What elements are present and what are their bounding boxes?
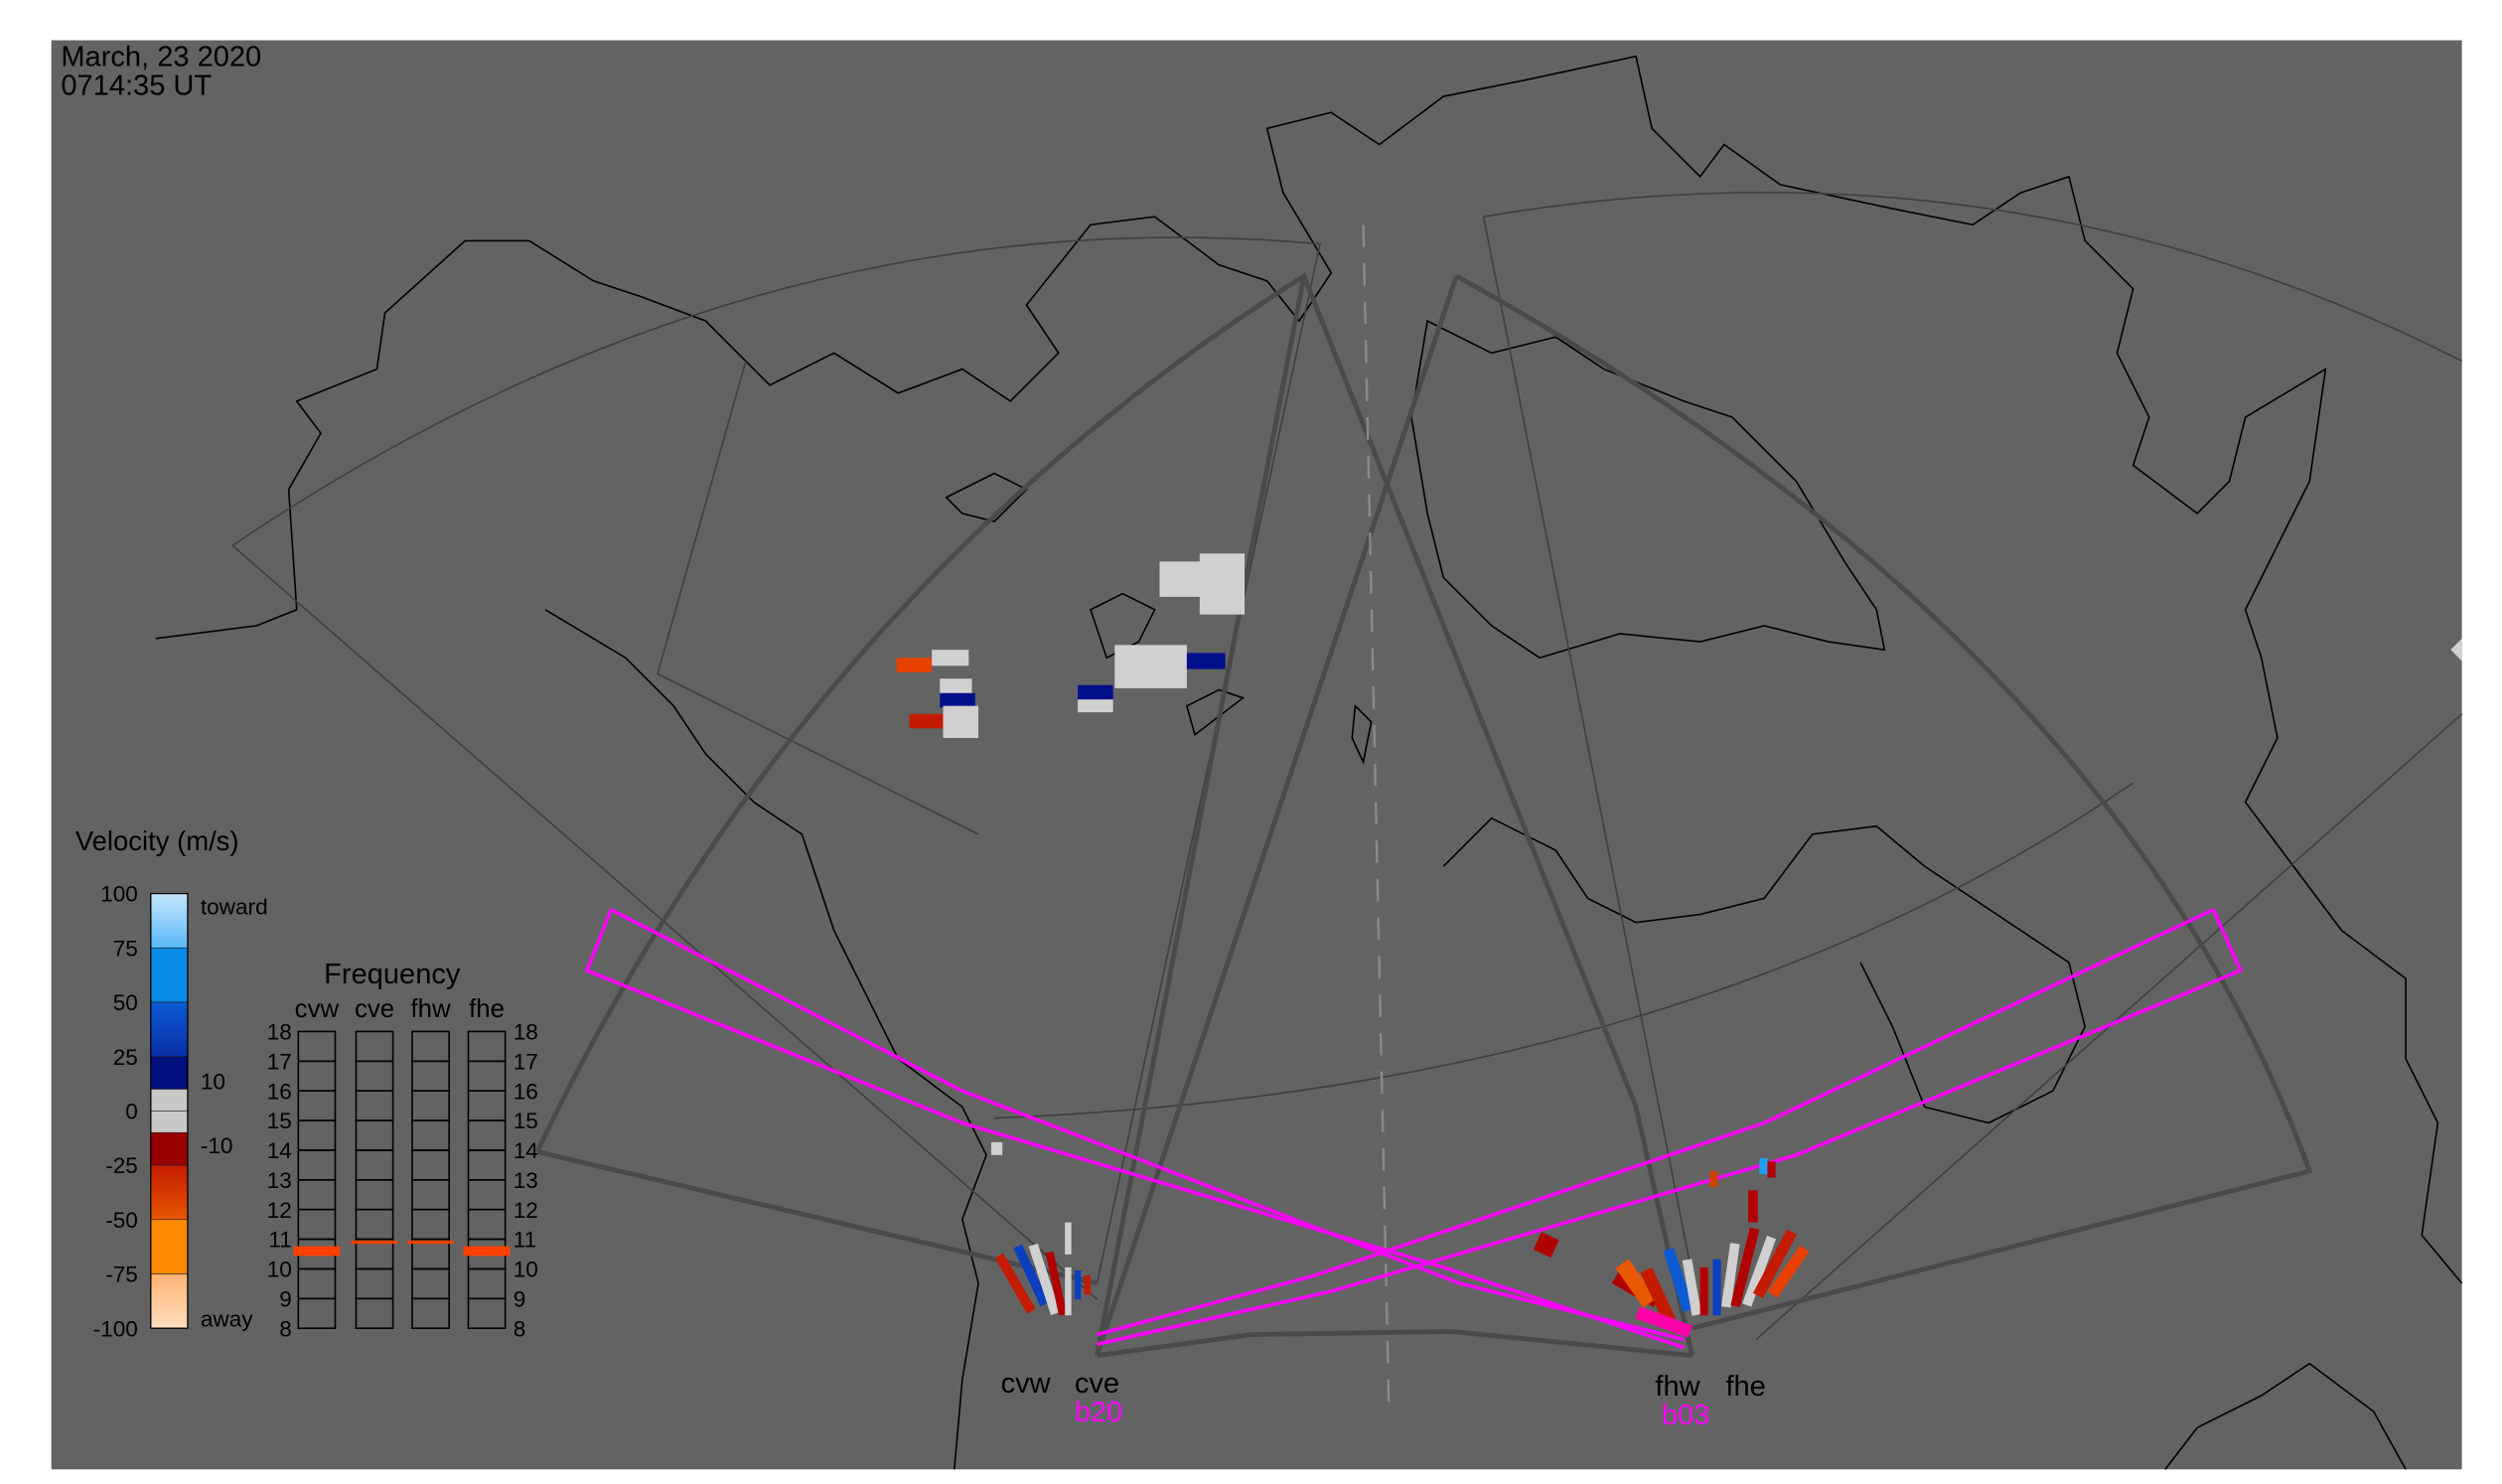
frequency-radar-label-cvw: cvw <box>295 995 340 1023</box>
frequency-cell <box>297 1030 337 1063</box>
frequency-tick-right: 9 <box>514 1286 526 1311</box>
colorbar-segment <box>150 1111 189 1133</box>
frequency-cell <box>411 1030 450 1063</box>
frequency-radar-label-fhe: fhe <box>469 995 505 1023</box>
frequency-tick-left: 12 <box>267 1198 292 1223</box>
frequency-marker-cvw <box>293 1246 341 1257</box>
frequency-tick-left: 17 <box>267 1049 292 1074</box>
legend-inner-neg-label: -10 <box>201 1133 233 1158</box>
frequency-cell <box>467 1030 507 1063</box>
colorbar-segment <box>150 1001 189 1058</box>
legend-title: Velocity (m/s) <box>75 825 239 856</box>
colorbar-tick-label: -75 <box>105 1262 138 1287</box>
frequency-radar-label-cve: cve <box>355 995 394 1023</box>
colorbar-segment <box>150 893 189 949</box>
colorbar-tick-label: 25 <box>113 1045 138 1070</box>
frequency-tick-right: 15 <box>514 1109 538 1133</box>
frequency-tick-right: 10 <box>514 1258 538 1282</box>
frequency-title: Frequency <box>324 959 461 990</box>
velocity-colorbar <box>150 892 189 1329</box>
frequency-tick-left: 10 <box>267 1258 292 1282</box>
frequency-tick-right: 8 <box>514 1316 526 1341</box>
colorbar-tick-label: 100 <box>100 882 138 907</box>
colorbar-segment <box>150 1089 189 1112</box>
colorbar-segment <box>150 1056 189 1090</box>
colorbar-tick-label: -50 <box>105 1208 138 1233</box>
colorbar-segment <box>150 1219 189 1274</box>
colorbar-segment <box>150 947 189 1003</box>
colorbar-tick-label: -25 <box>105 1153 138 1178</box>
frequency-tick-right: 16 <box>514 1079 538 1104</box>
frequency-marker-fhw <box>407 1240 454 1245</box>
site-label-cvw: cvw <box>1001 1368 1052 1400</box>
date-label: March, 23 2020 <box>61 41 261 73</box>
colorbar-tick-label: 0 <box>125 1099 138 1123</box>
beam-label-b20: b20 <box>1075 1397 1122 1428</box>
edge-echo <box>2450 638 2462 662</box>
legend-away-label: away <box>201 1307 253 1332</box>
frequency-tick-left: 14 <box>267 1138 292 1163</box>
map-panel <box>51 40 2462 1470</box>
coastlines <box>155 55 2463 1470</box>
fov-outlines <box>231 191 2463 1412</box>
site-label-cve: cve <box>1075 1368 1119 1400</box>
frequency-marker-fhe <box>463 1246 511 1257</box>
colorbar-segment <box>150 1273 189 1329</box>
frequency-tick-left: 13 <box>267 1168 292 1193</box>
frequency-tick-left: 16 <box>267 1079 292 1104</box>
frequency-tick-right: 18 <box>514 1020 538 1045</box>
frequency-tick-left: 11 <box>268 1228 291 1253</box>
frequency-tick-left: 8 <box>279 1316 292 1341</box>
legend-inner-pos-label: 10 <box>201 1070 225 1095</box>
frequency-tick-left: 15 <box>267 1109 292 1133</box>
frequency-radar-label-fhw: fhw <box>410 995 451 1023</box>
colorbar-segment <box>150 1164 189 1221</box>
site-label-fhe: fhe <box>1725 1371 1765 1403</box>
beam-label-b03: b03 <box>1662 1400 1709 1431</box>
colorbar-tick-label: -100 <box>93 1316 138 1341</box>
frequency-tick-right: 17 <box>514 1049 538 1074</box>
frequency-cell <box>355 1030 394 1063</box>
site-label-fhw: fhw <box>1655 1371 1700 1403</box>
frequency-tick-right: 13 <box>514 1168 538 1193</box>
radar-echoes <box>896 553 1810 1338</box>
colorbar-tick-label: 75 <box>113 936 138 961</box>
legend-toward-label: toward <box>201 895 268 920</box>
velocity-legend: Velocity (m/s) 100 75 50 25 0 -25 -50 -75 -100 t… <box>75 825 268 1341</box>
frequency-tick-right: 11 <box>514 1228 536 1253</box>
frequency-tick-left: 9 <box>279 1286 292 1311</box>
frequency-tick-left: 18 <box>267 1020 292 1045</box>
frequency-tick-right: 12 <box>514 1198 538 1223</box>
time-label: 0714:35 UT <box>61 70 212 101</box>
beam-highlight-b03 <box>584 908 1686 1350</box>
colorbar-tick-label: 50 <box>113 990 138 1015</box>
frequency-marker-cve <box>351 1240 398 1245</box>
meridian-dashed-line <box>1362 224 1391 1412</box>
colorbar-segment <box>150 1131 189 1166</box>
beam-highlight-b20 <box>1097 908 2244 1347</box>
frequency-tick-right: 14 <box>514 1138 538 1163</box>
